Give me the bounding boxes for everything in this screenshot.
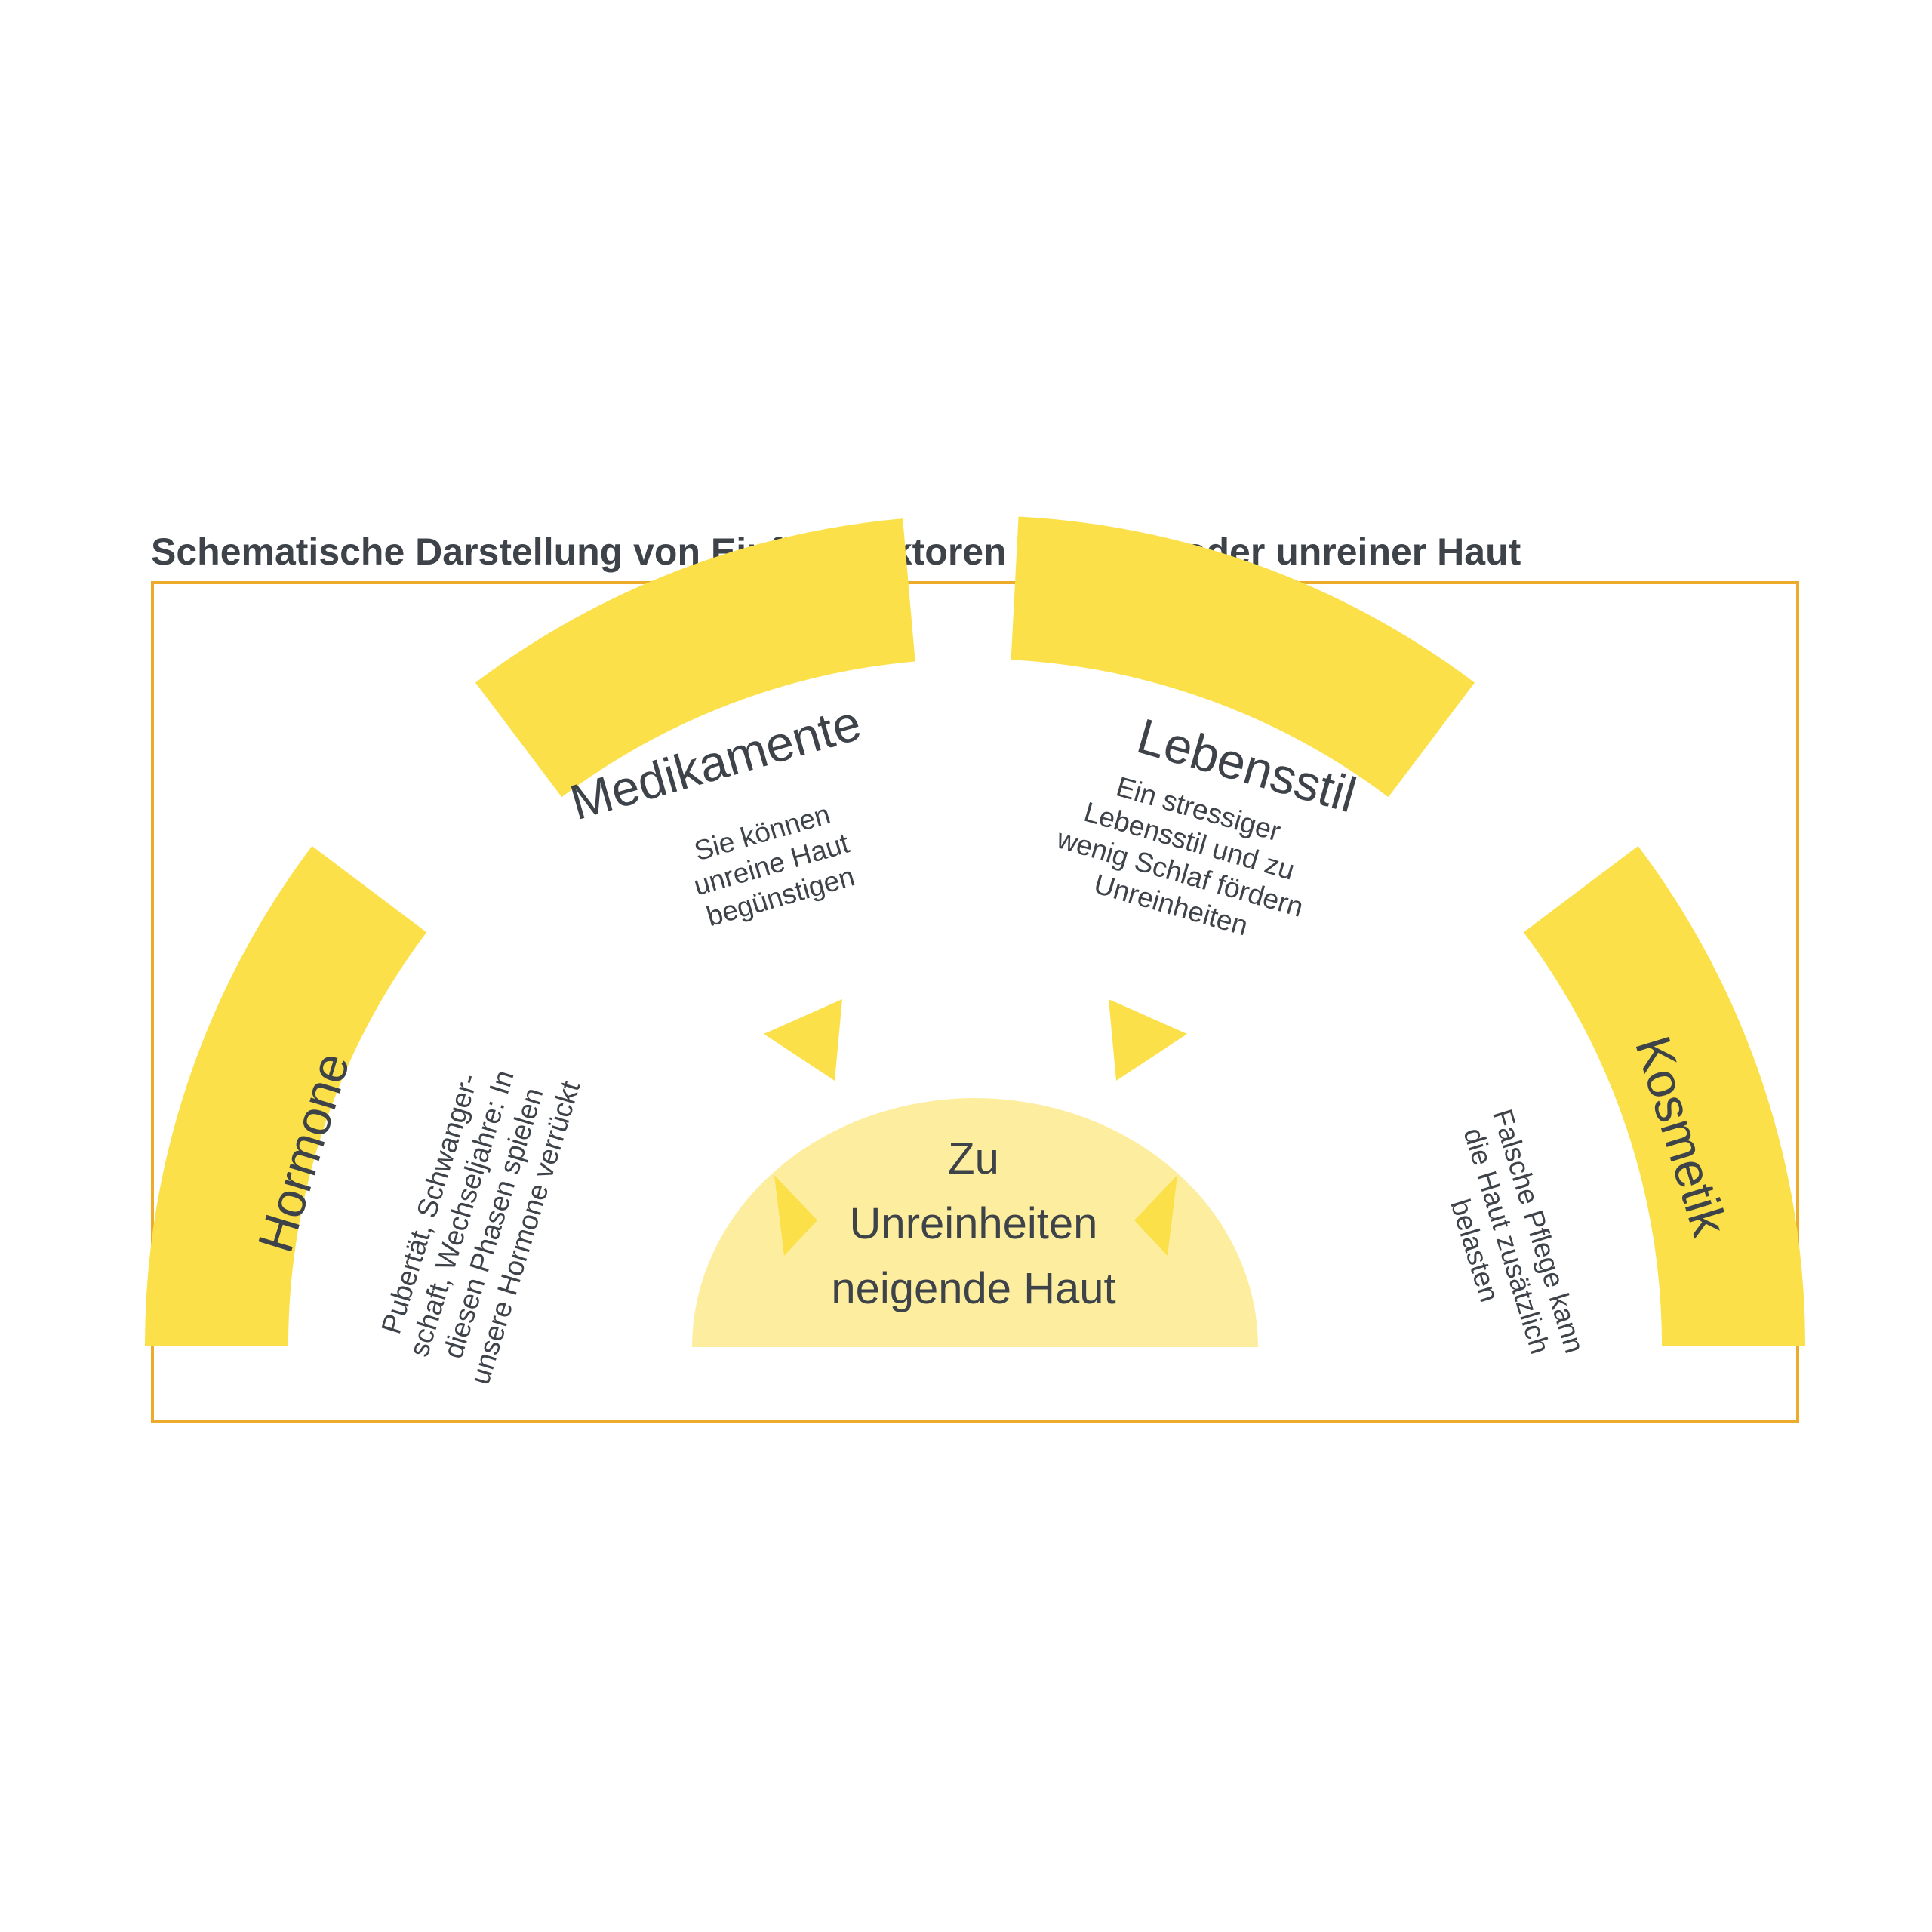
arrow-triangle: [764, 999, 842, 1081]
factor-description: Falsche Pflege kanndie Haut zusätzlichbe…: [1423, 1106, 1590, 1376]
factor-description: Pubertät, Schwanger-schaft, Wechseljahre…: [369, 1048, 586, 1388]
arrow-triangle: [1134, 1175, 1177, 1256]
factor-description: Sie könnenunreine Hautbegünstigen: [681, 795, 863, 934]
arc-segment: [1523, 846, 1805, 1346]
arc-segment: [145, 846, 427, 1346]
center-dome: [692, 1098, 1258, 1347]
arrow-triangle: [774, 1175, 817, 1256]
center-label-line: Zu: [948, 1134, 999, 1183]
arc-segment: [475, 518, 915, 798]
arc-segment: [1011, 516, 1475, 798]
arrow-triangle: [1109, 999, 1187, 1081]
diagram-frame: [151, 581, 1799, 1423]
center-label-line: Unreinheiten: [850, 1199, 1098, 1248]
center-label-line: neigende Haut: [831, 1264, 1115, 1313]
